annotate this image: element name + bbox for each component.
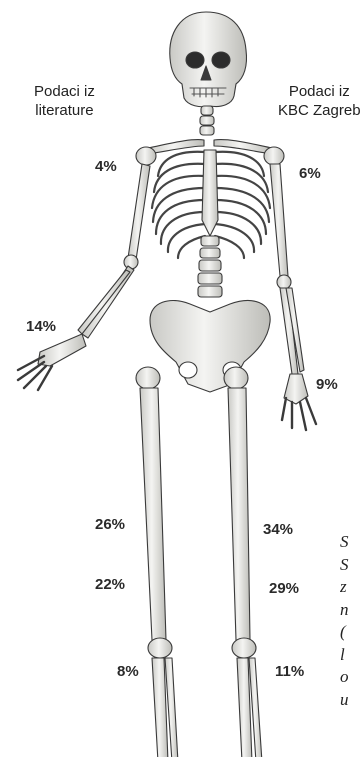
label-foot-literature: 8% — [117, 663, 139, 680]
label-tibia-literature: 22% — [95, 576, 125, 593]
label-femur-kbc: 34% — [263, 521, 293, 538]
label-spine-literature: 4% — [95, 158, 117, 175]
caption-line: z — [340, 576, 362, 599]
caption-line: l — [340, 644, 362, 667]
label-tibia-kbc: 29% — [269, 580, 299, 597]
right-leg — [224, 367, 262, 757]
pelvis — [150, 301, 270, 392]
caption-line: S — [340, 531, 362, 554]
caption-line: S — [340, 554, 362, 577]
header-literature: Podaci iz literature — [34, 82, 95, 120]
label-femur-literature: 26% — [95, 516, 125, 533]
caption-line: u — [340, 689, 362, 712]
header-kbc-line-2: KBC Zagreb — [278, 101, 361, 120]
caption-line: ( — [340, 621, 362, 644]
cervical-spine — [200, 106, 214, 135]
header-literature-line-2: literature — [34, 101, 95, 120]
left-arm — [18, 147, 156, 390]
sternum — [202, 150, 218, 236]
caption-line: n — [340, 599, 362, 622]
caption-line: o — [340, 666, 362, 689]
header-kbc-line-1: Podaci iz — [278, 82, 361, 101]
header-literature-line-1: Podaci iz — [34, 82, 95, 101]
cropped-caption: S S z n ( l o u — [340, 531, 362, 711]
label-spine-kbc: 6% — [299, 165, 321, 182]
header-kbc-zagreb: Podaci iz KBC Zagreb — [278, 82, 361, 120]
skull — [170, 12, 247, 107]
label-foot-kbc: 11% — [275, 663, 304, 680]
label-arm-literature: 14% — [26, 318, 56, 335]
left-leg — [136, 367, 178, 757]
label-arm-kbc: 9% — [316, 376, 338, 393]
right-arm — [264, 147, 316, 430]
lumbar-spine — [198, 236, 222, 297]
